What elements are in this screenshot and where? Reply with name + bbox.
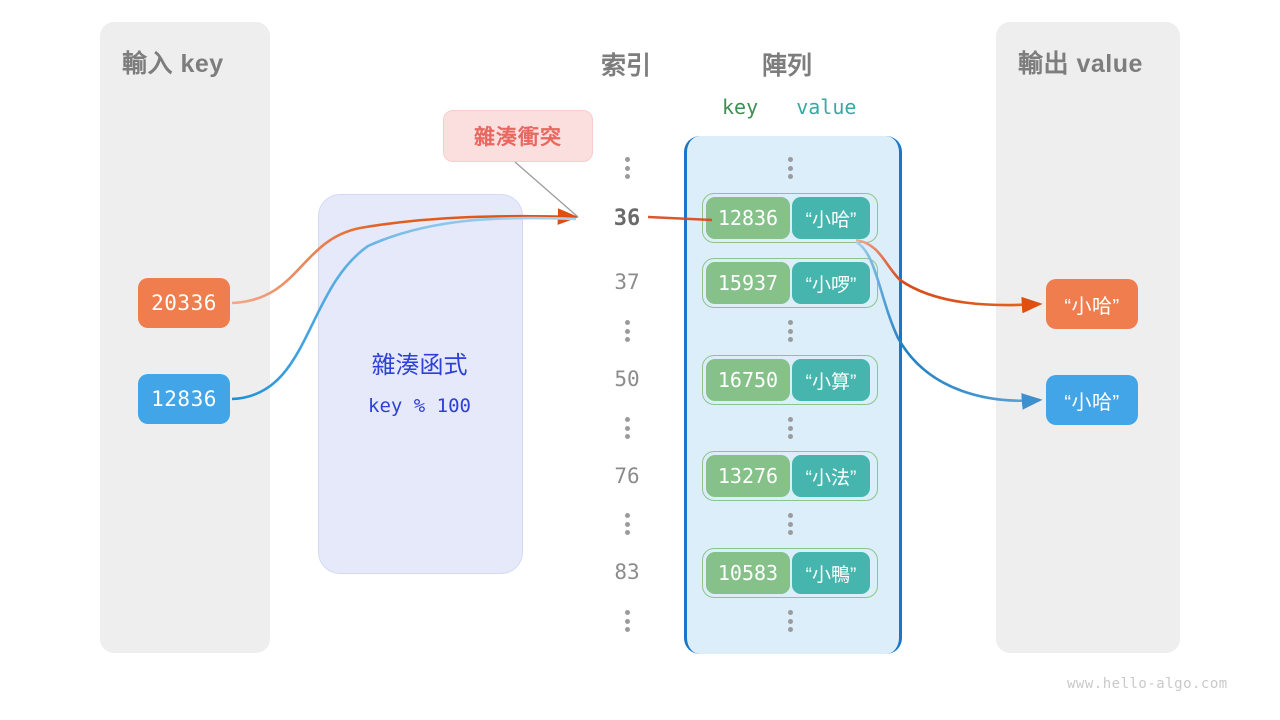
array-ellipsis-1 (785, 320, 795, 342)
input-key-1: 12836 (138, 374, 230, 424)
index-label-76: 76 (614, 464, 640, 488)
bucket-key-83: 10583 (706, 552, 790, 594)
bucket-row-36: 12836 “小哈” (702, 193, 878, 243)
input-key-0: 20336 (138, 278, 230, 328)
index-label-36: 36 (613, 206, 641, 231)
hash-function-title: 雜湊函式 (371, 352, 468, 379)
bucket-row-37: 15937 “小啰” (702, 258, 878, 308)
output-panel-title: 輸出 value (1018, 50, 1143, 78)
hash-function-box (318, 194, 523, 574)
output-value-1: “小哈” (1046, 375, 1138, 425)
bucket-row-83: 10583 “小鴨” (702, 548, 878, 598)
bucket-key-37: 15937 (706, 262, 790, 304)
bucket-key-76: 13276 (706, 455, 790, 497)
index-label-50: 50 (614, 367, 640, 391)
bucket-value-36: “小哈” (792, 197, 870, 239)
array-ellipsis-2 (785, 417, 795, 439)
bucket-key-36: 12836 (706, 197, 790, 239)
output-panel (996, 22, 1180, 653)
array-ellipsis-0 (785, 157, 795, 179)
index-label-83: 83 (614, 560, 640, 584)
input-panel-title: 輸入 key (122, 50, 224, 78)
index-ellipsis-4 (622, 610, 632, 632)
collision-badge-leader (514, 161, 579, 218)
index-ellipsis-3 (622, 513, 632, 535)
bucket-value-50: “小算” (792, 359, 870, 401)
bucket-key-50: 16750 (706, 359, 790, 401)
array-ellipsis-3 (785, 513, 795, 535)
watermark: www.hello-algo.com (1067, 676, 1228, 692)
index-label-37: 37 (614, 270, 640, 294)
index-ellipsis-1 (622, 320, 632, 342)
collision-badge: 雜湊衝突 (443, 110, 593, 162)
hash-function-expression: key % 100 (368, 395, 471, 417)
value-header-label: value (796, 95, 857, 119)
output-value-0: “小哈” (1046, 279, 1138, 329)
bucket-value-76: “小法” (792, 455, 870, 497)
index-ellipsis-0 (622, 157, 632, 179)
bucket-value-37: “小啰” (792, 262, 870, 304)
index-ellipsis-2 (622, 417, 632, 439)
bucket-value-83: “小鴨” (792, 552, 870, 594)
key-header-label: key (722, 95, 759, 119)
bucket-row-50: 16750 “小算” (702, 355, 878, 405)
key-value-header: key value (722, 95, 856, 119)
index-column-header: 索引 (600, 52, 651, 80)
bucket-row-76: 13276 “小法” (702, 451, 878, 501)
input-panel (100, 22, 270, 653)
array-column-header: 陣列 (761, 52, 812, 80)
array-ellipsis-4 (785, 610, 795, 632)
